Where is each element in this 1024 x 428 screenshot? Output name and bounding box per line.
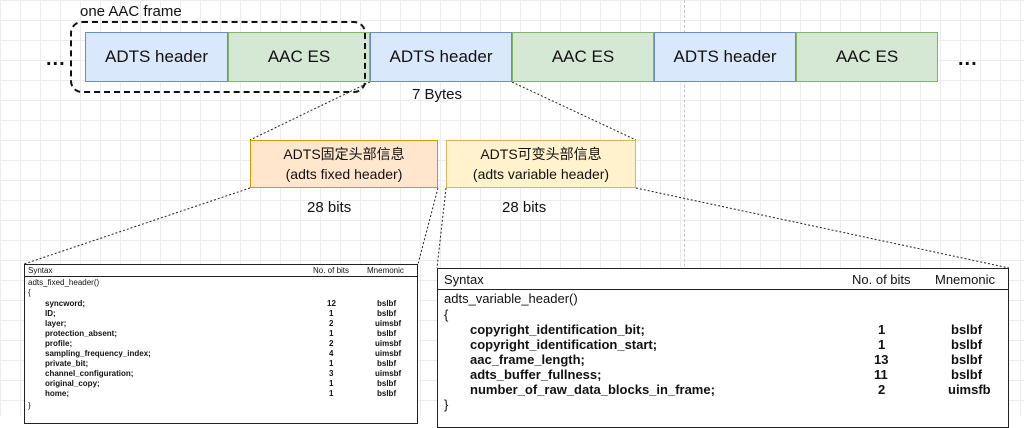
- col-bits: No. of bits: [313, 266, 350, 275]
- field-bits: 1: [878, 322, 886, 337]
- field-mnemonic: bslbf: [377, 329, 397, 338]
- field-bits: 2: [878, 382, 886, 397]
- variable-header-table: Syntax No. of bits Mnemonic adts_variabl…: [437, 268, 1009, 428]
- field-bits: 2: [329, 319, 334, 328]
- header-size-label: 7 Bytes: [412, 86, 463, 103]
- field-name: channel_configuration;: [45, 369, 134, 378]
- field-mnemonic: uimsfb: [948, 382, 991, 397]
- connector-table2-right: [635, 187, 1010, 269]
- guide-line: [684, 0, 685, 416]
- field-name: original_copy;: [45, 379, 100, 388]
- variable-header-box: ADTS可变头部信息 (adts variable header): [446, 140, 636, 188]
- field-bits: 1: [329, 359, 334, 368]
- field-mnemonic: uimsbf: [375, 339, 402, 348]
- aac-frame-outline: [70, 21, 366, 93]
- field-mnemonic: bslbf: [951, 352, 983, 367]
- col-mnemonic: Mnemonic: [367, 266, 404, 275]
- field-bits: 1: [878, 337, 886, 352]
- field-name: home;: [45, 389, 69, 398]
- variable-header-title: ADTS可变头部信息: [480, 146, 602, 162]
- field-mnemonic: bslbf: [377, 389, 397, 398]
- field-bits: 13: [874, 352, 889, 367]
- field-mnemonic: uimsbf: [375, 319, 402, 328]
- aac-es-cell-1: AAC ES: [228, 32, 370, 82]
- field-bits: 1: [329, 389, 334, 398]
- field-name: syncword;: [45, 299, 86, 308]
- field-name: ID;: [45, 309, 56, 318]
- connector-table2-left: [436, 187, 447, 269]
- connector-variable-right: [511, 81, 637, 141]
- adts-header-cell-1: ADTS header: [85, 32, 228, 82]
- open-brace: {: [28, 288, 31, 297]
- variable-header-subtitle: (adts variable header): [472, 166, 610, 182]
- field-bits: 12: [327, 299, 336, 308]
- field-name: sampling_frequency_index;: [45, 349, 151, 358]
- connector-lines: [23, 81, 1010, 269]
- field-bits: 1: [329, 379, 334, 388]
- field-name: copyright_identification_start;: [470, 337, 658, 352]
- col-bits: No. of bits: [852, 272, 911, 287]
- col-mnemonic: Mnemonic: [935, 272, 995, 287]
- close-brace: }: [444, 397, 449, 412]
- field-mnemonic: uimsbf: [375, 349, 402, 358]
- field-mnemonic: bslbf: [951, 337, 983, 352]
- field-name: profile;: [45, 339, 73, 348]
- fixed-header-table: Syntax No. of bits Mnemonic adts_fixed_h…: [24, 264, 418, 424]
- fixed-header-box: ADTS固定头部信息 (adts fixed header): [250, 140, 438, 188]
- function-name: adts_variable_header(): [444, 291, 578, 306]
- fixed-bits-label: 28 bits: [307, 199, 352, 216]
- fixed-header-title: ADTS固定头部信息: [283, 146, 405, 162]
- col-syntax: Syntax: [444, 272, 484, 287]
- table-header-row: Syntax No. of bits Mnemonic: [25, 265, 417, 277]
- ellipsis-left: ...: [46, 48, 66, 70]
- aac-es-cell-3: AAC ES: [796, 32, 938, 82]
- field-name: layer;: [45, 319, 67, 328]
- variable-bits-label: 28 bits: [502, 199, 547, 216]
- aac-es-cell-2: AAC ES: [512, 32, 654, 82]
- open-brace: {: [444, 307, 449, 322]
- fixed-header-subtitle: (adts fixed header): [285, 166, 403, 182]
- field-name: aac_frame_length;: [470, 352, 585, 367]
- field-bits: 3: [329, 369, 334, 378]
- field-mnemonic: bslbf: [377, 299, 397, 308]
- field-bits: 4: [329, 349, 334, 358]
- table-header-row: Syntax No. of bits Mnemonic: [438, 269, 1008, 290]
- field-mnemonic: bslbf: [377, 379, 397, 388]
- field-name: copyright_identification_bit;: [470, 322, 645, 337]
- field-name: number_of_raw_data_blocks_in_frame;: [470, 382, 715, 397]
- connector-table1-left: [23, 187, 251, 265]
- frame-label: one AAC frame: [80, 3, 182, 20]
- field-mnemonic: bslbf: [377, 359, 397, 368]
- close-brace: }: [28, 401, 31, 410]
- adts-header-cell-3: ADTS header: [654, 32, 796, 82]
- field-bits: 11: [874, 367, 888, 382]
- connector-table1-right: [417, 187, 439, 265]
- field-name: protection_absent;: [45, 329, 118, 338]
- field-mnemonic: uimsbf: [375, 369, 402, 378]
- field-bits: 1: [329, 329, 334, 338]
- field-name: private_bit;: [45, 359, 89, 368]
- field-mnemonic: bslbf: [951, 367, 983, 382]
- field-name: adts_buffer_fullness;: [470, 367, 602, 382]
- field-mnemonic: bslbf: [377, 309, 397, 318]
- field-bits: 2: [329, 339, 334, 348]
- field-mnemonic: bslbf: [951, 322, 983, 337]
- adts-header-cell-2: ADTS header: [370, 32, 512, 82]
- col-syntax: Syntax: [28, 266, 53, 275]
- ellipsis-right: ...: [958, 48, 978, 70]
- function-name: adts_fixed_header(): [28, 278, 100, 287]
- field-bits: 1: [329, 309, 334, 318]
